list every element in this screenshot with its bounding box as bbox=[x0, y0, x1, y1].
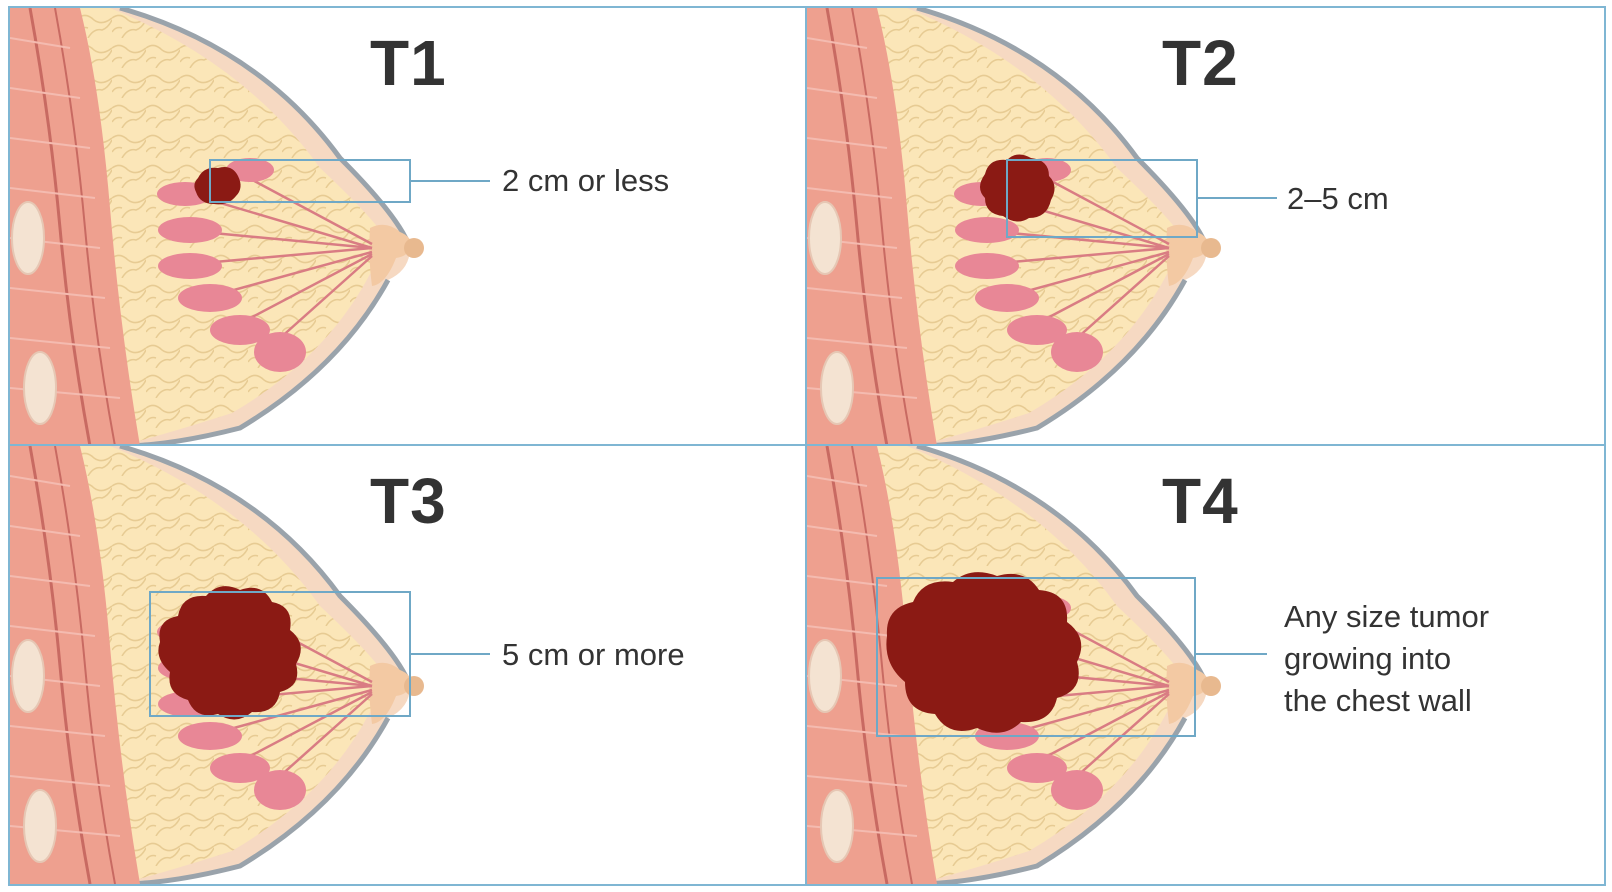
stage-title-t2: T2 bbox=[1162, 26, 1239, 100]
size-label-t1: 2 cm or less bbox=[502, 160, 669, 202]
stage-title-t1: T1 bbox=[370, 26, 447, 100]
stage-title-t4: T4 bbox=[1162, 464, 1239, 538]
panel-t3: T3 5 cm or more bbox=[10, 446, 807, 884]
panel-t2: T2 2–5 cm bbox=[807, 8, 1604, 446]
panel-t1: T1 2 cm or less bbox=[10, 8, 807, 446]
panel-t4: T4 Any size tumor growing into the chest… bbox=[807, 446, 1604, 884]
tumor-t2 bbox=[980, 154, 1055, 221]
stage-grid: T1 2 cm or less T2 2–5 cm bbox=[8, 6, 1606, 886]
size-label-t2: 2–5 cm bbox=[1287, 178, 1389, 220]
stage-title-t3: T3 bbox=[370, 464, 447, 538]
size-label-t3: 5 cm or more bbox=[502, 634, 685, 676]
size-label-t4: Any size tumor growing into the chest wa… bbox=[1284, 596, 1489, 722]
